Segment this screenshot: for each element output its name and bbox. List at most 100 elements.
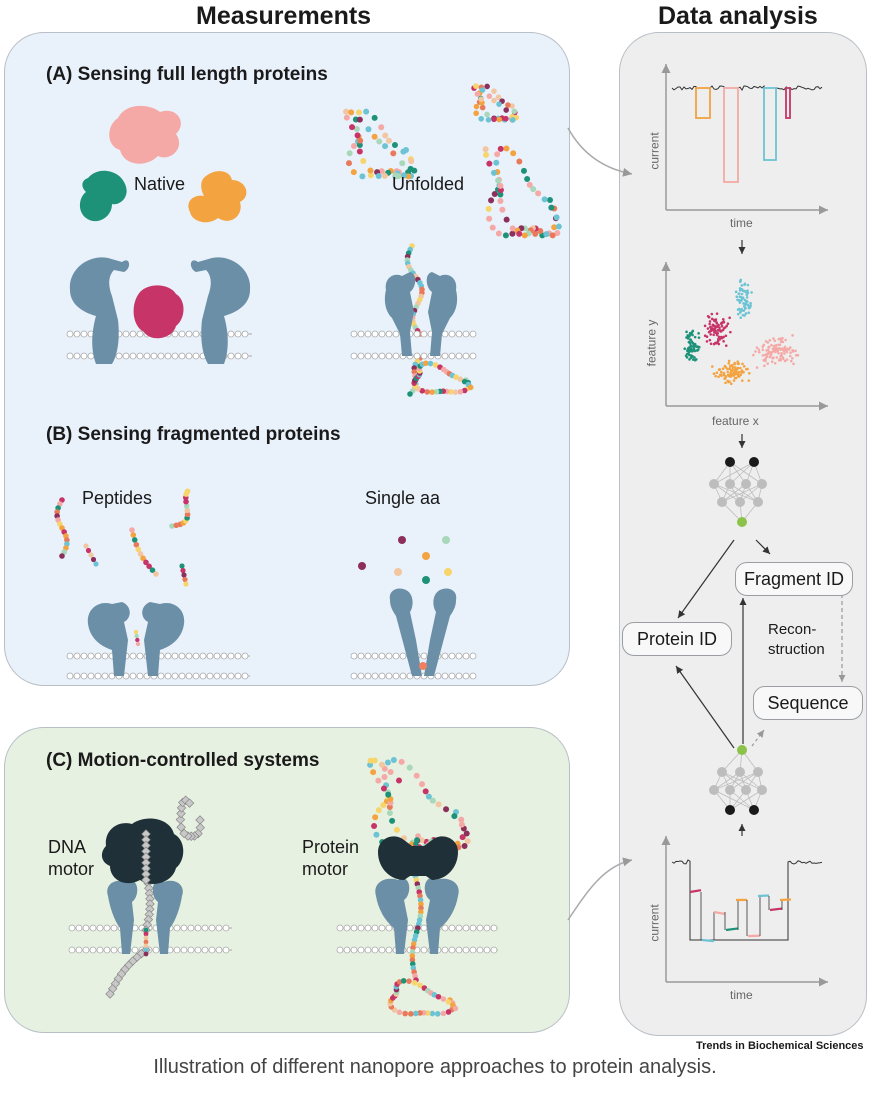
lipid-head — [455, 946, 463, 954]
scatter-point — [796, 353, 800, 357]
lipid-head — [448, 946, 456, 954]
amino-acid-bead — [371, 133, 378, 140]
lipid-head — [434, 672, 442, 680]
amino-acid-bead — [483, 151, 490, 158]
amino-acid-bead — [440, 1010, 447, 1017]
pore-b-right-half — [142, 602, 185, 676]
amino-acid-bead — [135, 637, 140, 643]
amino-acid-bead — [491, 116, 497, 123]
lipid-head — [378, 652, 386, 660]
amino-acid-bead — [537, 228, 544, 235]
amino-acid-bead — [479, 87, 486, 93]
amino-acid-bead — [549, 232, 556, 239]
lipid-head — [455, 652, 463, 660]
motor-step — [725, 927, 739, 932]
amino-acid-bead — [387, 769, 394, 776]
scatter-point — [731, 363, 734, 367]
nn-node — [709, 479, 719, 489]
scatter-point — [712, 333, 715, 337]
dna-base — [145, 894, 155, 904]
lipid-head — [350, 946, 358, 954]
amino-acid-bead — [418, 781, 425, 788]
amino-acid-bead — [381, 172, 388, 179]
amino-acid-bead — [493, 159, 500, 166]
lipid-head — [420, 352, 428, 360]
amino-acid-bead — [371, 822, 378, 829]
scatter-point — [778, 346, 781, 350]
amino-acid-bead — [64, 537, 70, 543]
lipid-head — [213, 652, 221, 660]
amino-acid-bead — [516, 230, 523, 237]
amino-acid-bead — [413, 1010, 419, 1017]
lipid-head — [385, 924, 393, 932]
scatter-point — [703, 324, 707, 328]
scatter-point — [742, 302, 745, 305]
amino-acid-bead — [473, 103, 480, 110]
section-b-title: (B) Sensing fragmented proteins — [46, 424, 341, 445]
scatter-ylabel: feature y — [644, 319, 659, 367]
lipid-head — [420, 330, 428, 338]
lipid-head — [131, 946, 139, 954]
lipid-head — [185, 672, 193, 680]
amino-acid-bead — [516, 158, 523, 165]
scatter-point — [710, 317, 714, 321]
trace-1-axes — [661, 64, 828, 215]
scatter-point — [741, 313, 745, 317]
scatter-point — [736, 312, 740, 316]
protein-motor — [378, 836, 458, 880]
scatter-point — [720, 322, 723, 326]
pore-c-left-b — [152, 880, 183, 954]
scatter-point — [715, 333, 719, 337]
lipid-head — [385, 946, 393, 954]
scatter-point — [743, 289, 746, 293]
lipid-head — [392, 672, 400, 680]
lipid-head — [371, 924, 379, 932]
amino-acid-bead — [386, 810, 393, 817]
amino-acid-bead — [88, 552, 94, 558]
lipid-head — [448, 672, 456, 680]
amino-acid-bead — [490, 169, 497, 176]
lipid-head — [150, 352, 158, 360]
single-amino-acid — [358, 562, 366, 570]
dna-base — [175, 814, 186, 825]
scatter-point — [740, 284, 744, 287]
amino-acid-bead — [509, 225, 516, 232]
nn-node — [757, 785, 767, 795]
lipid-head — [448, 330, 456, 338]
scatter-point — [724, 375, 728, 378]
scatter-point — [727, 359, 731, 363]
amino-acid-bead — [419, 387, 425, 394]
scatter-point — [709, 342, 713, 346]
lipid-head — [371, 652, 379, 660]
amino-acid-bead — [367, 172, 374, 179]
amino-acid-bead — [423, 360, 429, 367]
lipid-head — [441, 946, 449, 954]
journal-credit: Trends in Biochemical Sciences — [696, 1040, 864, 1052]
scatter-point — [768, 350, 771, 354]
amino-acid-bead — [473, 110, 479, 117]
lipid-head — [164, 672, 172, 680]
amino-acid-bead — [486, 215, 493, 222]
amino-acid-bead — [434, 1011, 441, 1017]
lipid-head — [385, 652, 393, 660]
amino-acid-bead — [133, 541, 140, 548]
scatter-point — [783, 359, 787, 363]
nn-edge — [729, 771, 759, 791]
lipid-head — [66, 352, 74, 360]
scatter-point — [695, 358, 698, 361]
amino-acid-bead — [408, 158, 415, 165]
lipid-head — [185, 352, 193, 360]
arrow-nn2-to-protein-id — [675, 665, 735, 749]
lipid-head — [234, 652, 242, 660]
single-amino-acid — [394, 568, 402, 576]
amino-acid-bead — [359, 173, 366, 180]
lipid-head — [420, 946, 428, 954]
scatter-point — [764, 357, 767, 360]
scatter-point — [685, 336, 688, 339]
scatter-point — [746, 367, 749, 371]
lipid-head — [173, 924, 181, 932]
lipid-head — [66, 330, 74, 338]
scatter-point — [772, 344, 776, 348]
lipid-head — [378, 672, 386, 680]
lipid-row-a-right — [350, 330, 477, 360]
